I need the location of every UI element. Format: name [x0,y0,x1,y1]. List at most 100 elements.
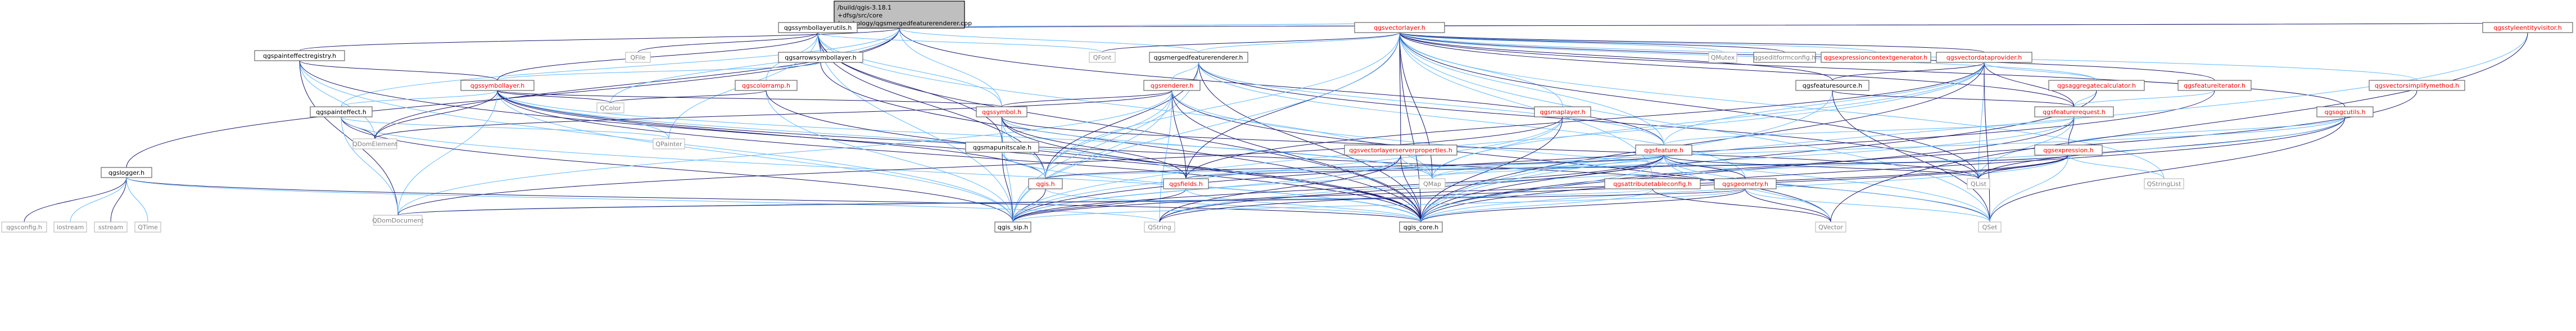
edge-root-qgsmergedfeaturerenderer-cpp-to-qgsstyleentityvisitor [899,22,2528,29]
edges [24,22,2528,223]
node-qgspainteffect[interactable]: qgspainteffect.h [310,106,373,117]
node-qgsvectorlayer[interactable]: qgsvectorlayer.h [1354,22,1445,33]
node-QMap[interactable]: QMap [1419,178,1446,189]
edge-qgslogger-to-qgsconfig [24,177,127,223]
edge-qgsrenderer-to-QString [1159,90,1172,223]
node-qgspainteffectregistry[interactable]: qgspainteffectregistry.h [254,50,345,61]
node-qgssymbollayerutils[interactable]: qgssymbollayerutils.h [778,22,858,33]
edge-qgsvectorlayer-to-QMutex [1399,32,1723,53]
node-QStringList[interactable]: QStringList [2144,178,2184,189]
edge-qgsfeaturerequest-to-qgsfeature [1663,116,2075,146]
node-qgsattributetableconfig[interactable]: qgsattributetableconfig.h [1604,178,1701,189]
edge-qgsvectorlayer-to-qgsvectordataprovider [1399,32,1985,53]
node-qgsaggregatecalculator[interactable]: qgsaggregatecalculator.h [2048,80,2145,91]
edge-qgsvectordataprovider-to-qgsfeaturerequest [1984,62,2075,107]
edge-qgssymbollayerutils-to-qgis_core [817,32,1421,223]
node-qgscolorramp[interactable]: qgscolorramp.h [735,80,798,91]
svg-text:qgsexpressioncontextgenerator.: qgsexpressioncontextgenerator.h [1824,54,1927,61]
node-qgsfeature[interactable]: qgsfeature.h [1635,144,1692,156]
svg-text:qgsfeature.h: qgsfeature.h [1644,147,1683,154]
node-QFile[interactable]: QFile [625,52,651,63]
node-QList[interactable]: QList [1967,178,1990,189]
edge-root-qgsmergedfeaturerenderer-cpp-to-qgspainteffect [341,28,900,107]
node-qgis_core[interactable]: qgis_core.h [1399,221,1443,233]
edge-root-qgsmergedfeaturerenderer-cpp-to-qgsfeature [899,28,1664,146]
edge-qgsvectorlayer-to-qgis_core [1399,32,1421,223]
node-qgsvectorlayerserverproperties[interactable]: qgsvectorlayerserverproperties.h [1344,144,1457,156]
svg-text:qgsmaplayer.h: qgsmaplayer.h [1540,108,1585,116]
node-qgsfeaturesource[interactable]: qgsfeaturesource.h [1795,80,1869,91]
edge-qgsfeature-to-QString [1159,155,1664,223]
svg-text:QVector: QVector [1818,224,1843,231]
edge-qgsexpression-to-qgis [1045,155,2069,179]
node-qgsrenderer[interactable]: qgsrenderer.h [1143,80,1201,91]
edge-qgssymbol-to-QList [1001,116,1979,179]
edge-qgsfeature-to-qgis_sip [1012,155,1664,223]
svg-text:QStringList: QStringList [2147,180,2181,188]
node-qgis_sip[interactable]: qgis_sip.h [994,221,1031,233]
node-qgis[interactable]: qgis.h [1028,178,1063,189]
svg-text:qgslogger.h: qgslogger.h [108,169,144,176]
node-qgsfields[interactable]: qgsfields.h [1163,178,1209,189]
svg-text:qgsexpression.h: qgsexpression.h [2043,147,2094,154]
node-qgsexpressioncontextgenerator[interactable]: qgsexpressioncontextgenerator.h [1821,52,1931,63]
node-qgsfeatureiterator[interactable]: qgsfeatureiterator.h [2177,80,2252,91]
edge-qgsvectorlayer-to-QStringList [1399,32,2165,179]
edge-qgssymbollayer-to-qgspainteffect [341,90,498,107]
node-QDomDocument[interactable]: QDomDocument [372,215,424,226]
svg-text:qgseditformconfig.h: qgseditformconfig.h [1754,54,1816,61]
node-qgslogger[interactable]: qgslogger.h [101,167,152,178]
edge-qgsvectorlayer-to-qgsfeaturerequest [1399,32,2075,107]
node-qgssymbol[interactable]: qgssymbol.h [976,106,1027,117]
edge-qgsfeaturerequest-to-QList [1978,116,2075,179]
edge-qgssymbollayer-to-QPainter [497,90,669,139]
node-qgsgeometry[interactable]: qgsgeometry.h [1714,178,1777,189]
svg-text:qgis.h: qgis.h [1036,180,1054,188]
svg-text:qgis_sip.h: qgis_sip.h [998,224,1029,231]
node-qgsvectorsimplifymethod[interactable]: qgsvectorsimplifymethod.h [2369,80,2465,91]
node-qgsmergedfeaturerenderer[interactable]: qgsmergedfeaturerenderer.h [1149,52,1248,63]
edge-qgsogcutils-to-QMap [1432,116,2346,179]
node-qgsvectordataprovider[interactable]: qgsvectordataprovider.h [1936,52,2032,63]
edge-qgspainteffect-to-qgis_core [341,116,1421,223]
node-qgsogcutils[interactable]: qgsogcutils.h [2316,106,2374,117]
node-qgsstyleentityvisitor[interactable]: qgsstyleentityvisitor.h [2482,22,2573,33]
root-line-3: /symbology/qgsmergedfeaturerenderer.cpp [837,20,972,27]
edge-qgsmapunitscale-to-qgis_core [1002,152,1421,223]
edge-qgsrenderer-to-qgsfields [1171,90,1187,179]
node-iostream[interactable]: iostream [53,221,87,233]
svg-text:iostream: iostream [57,224,84,231]
node-qgseditformconfig[interactable]: qgseditformconfig.h [1753,52,1816,63]
node-qgssymbollayer[interactable]: qgssymbollayer.h [460,80,535,91]
edge-qgsvectorlayer-to-qgseditformconfig [1399,32,1785,53]
edge-qgspainteffectregistry-to-QDomElement [299,60,375,139]
node-QMutex[interactable]: QMutex [1708,52,1737,63]
node-QVector[interactable]: QVector [1815,221,1846,233]
edge-qgscolorramp-to-QColor [610,90,767,103]
node-QDomElement[interactable]: QDomElement [352,138,398,149]
node-qgsexpression[interactable]: qgsexpression.h [2034,144,2103,156]
edge-qgsvectorlayer-to-QSet [1399,32,1990,223]
node-QPainter[interactable]: QPainter [653,138,685,149]
edge-qgssymbollayer-to-qgis_core [497,90,1421,223]
node-qgsarrowsymbollayer[interactable]: qgsarrowsymbollayer.h [778,52,863,63]
edge-qgsfeature-to-qgsfields [1185,155,1664,179]
edge-qgssymbollayer-to-QDomDocument [397,90,498,216]
node-QTime[interactable]: QTime [134,221,161,233]
node-qgsmapunitscale[interactable]: qgsmapunitscale.h [965,142,1039,153]
edge-qgsfeature-to-QSet [1663,155,1990,223]
node-QFont[interactable]: QFont [1089,52,1116,63]
node-qgsmaplayer[interactable]: qgsmaplayer.h [1534,106,1591,117]
node-QColor[interactable]: QColor [596,102,624,114]
svg-text:QColor: QColor [600,105,621,112]
node-QSet[interactable]: QSet [1978,221,2002,233]
node-qgsfeaturerequest[interactable]: qgsfeaturerequest.h [2034,106,2114,117]
edge-qgssymbollayer-to-QColor [497,90,611,103]
edge-qgsmaplayer-to-QDomDocument [397,116,1563,216]
node-qgsconfig[interactable]: qgsconfig.h [1,221,47,233]
node-QString[interactable]: QString [1144,221,1175,233]
edge-qgsvectorlayer-to-QFont [1102,32,1400,53]
node-sstream[interactable]: sstream [94,221,128,233]
edge-qgsvectorlayerserverproperties-to-QMap [1400,155,1433,179]
edge-qgsfeaturesource-to-qgis_core [1420,90,1833,223]
